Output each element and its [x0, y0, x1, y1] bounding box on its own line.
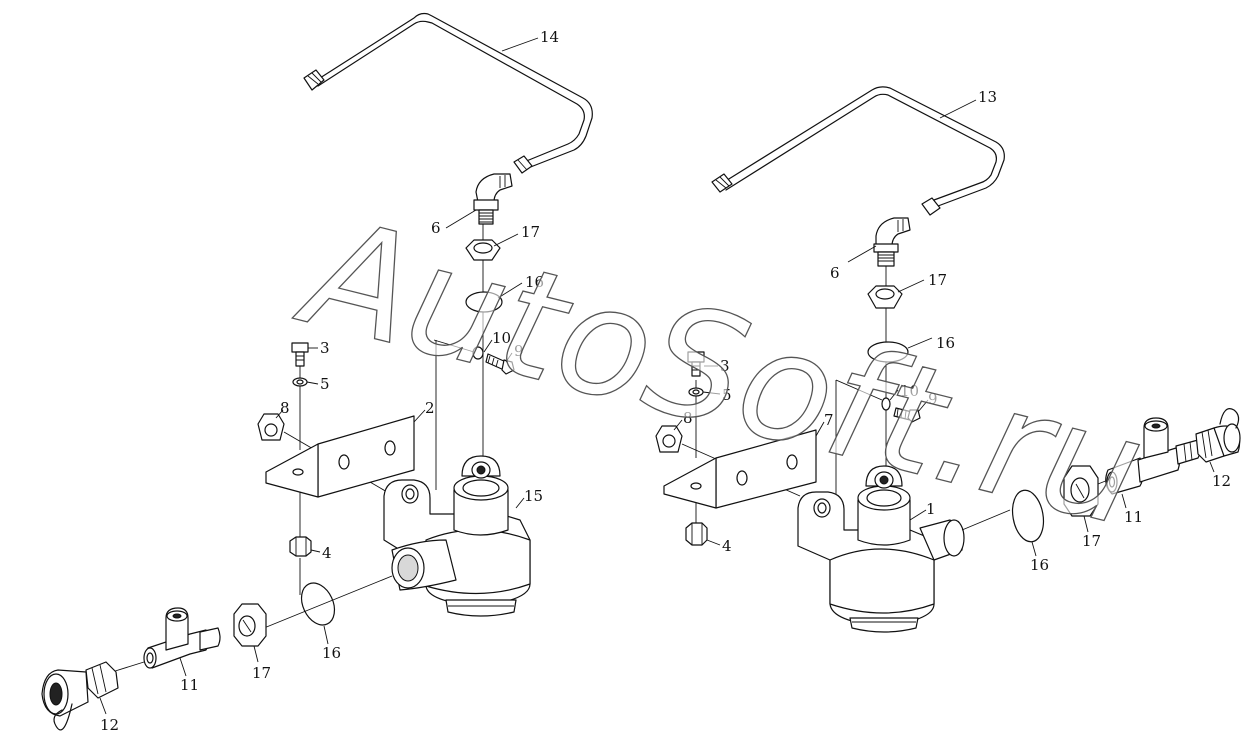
valve-body-15	[263, 455, 531, 629]
callout-7: 7	[824, 411, 834, 429]
coupling-head-12	[41, 661, 145, 731]
tee-fitting-11-right	[1105, 417, 1201, 495]
callout-16-right: 16	[936, 334, 955, 352]
bolt-9-washer-10-right	[835, 379, 921, 500]
brake-tube-13	[711, 86, 1005, 216]
callout-17-lower: 17	[252, 664, 271, 682]
o-ring-16-right-lower	[1011, 489, 1045, 543]
nut-17-right-lower	[1063, 465, 1109, 517]
callout-5-right: 5	[722, 386, 732, 404]
callout-8-right: 8	[683, 409, 693, 427]
callout-9: 9	[514, 342, 524, 360]
coupling-head-12-right	[1195, 408, 1241, 463]
callout-4: 4	[322, 544, 332, 562]
callout-12-right: 12	[1212, 472, 1231, 490]
elbow-fitting-6	[473, 173, 513, 225]
callout-17: 17	[521, 223, 540, 241]
callout-9-right: 9	[928, 390, 938, 408]
callout-2: 2	[425, 399, 435, 417]
right-assembly: 13 6 17 16 10 9 3 5 8 7 1 4 16 17 11 12	[655, 86, 1241, 633]
nut-17-right	[867, 285, 903, 309]
tee-fitting-11	[143, 607, 221, 669]
elbow-fitting-6-right	[873, 217, 911, 267]
callout-5: 5	[320, 375, 330, 393]
callout-14: 14	[540, 28, 559, 46]
bolt-3-washer-5-nut-4	[289, 342, 312, 557]
callout-16-right-lower: 16	[1030, 556, 1049, 574]
callout-10: 10	[492, 329, 511, 347]
o-ring-16-right	[867, 341, 909, 363]
callout-8: 8	[280, 399, 290, 417]
valve-body-1	[797, 465, 1011, 633]
o-ring-16	[465, 291, 503, 313]
o-ring-16-lower	[300, 582, 336, 626]
callout-10-right: 10	[900, 382, 919, 400]
left-assembly: 14 6 17 16 10 9 3 5 8 2 15 4 16 17 11 12	[41, 12, 593, 734]
callout-15: 15	[524, 487, 543, 505]
callout-13: 13	[978, 88, 997, 106]
callout-6-right: 6	[830, 264, 840, 282]
callout-11: 11	[180, 676, 199, 694]
nut-17-lower	[233, 603, 267, 647]
brake-tube-14	[303, 12, 593, 174]
callout-3-right: 3	[720, 357, 730, 375]
callout-12: 12	[100, 716, 119, 734]
callout-4-right: 4	[722, 537, 732, 555]
flange-nut-8	[257, 413, 395, 497]
nut-17	[465, 239, 501, 261]
callout-6: 6	[431, 219, 441, 237]
callout-16-lower: 16	[322, 644, 341, 662]
callout-11-right: 11	[1124, 508, 1143, 526]
bracket-7	[663, 429, 817, 509]
callout-17-right: 17	[928, 271, 947, 289]
callout-17-right-lower: 17	[1082, 532, 1101, 550]
bracket-2	[265, 415, 415, 498]
bolt-9-washer-10	[433, 339, 515, 490]
callout-16: 16	[525, 273, 544, 291]
callout-1: 1	[926, 500, 936, 518]
callout-3: 3	[320, 339, 330, 357]
